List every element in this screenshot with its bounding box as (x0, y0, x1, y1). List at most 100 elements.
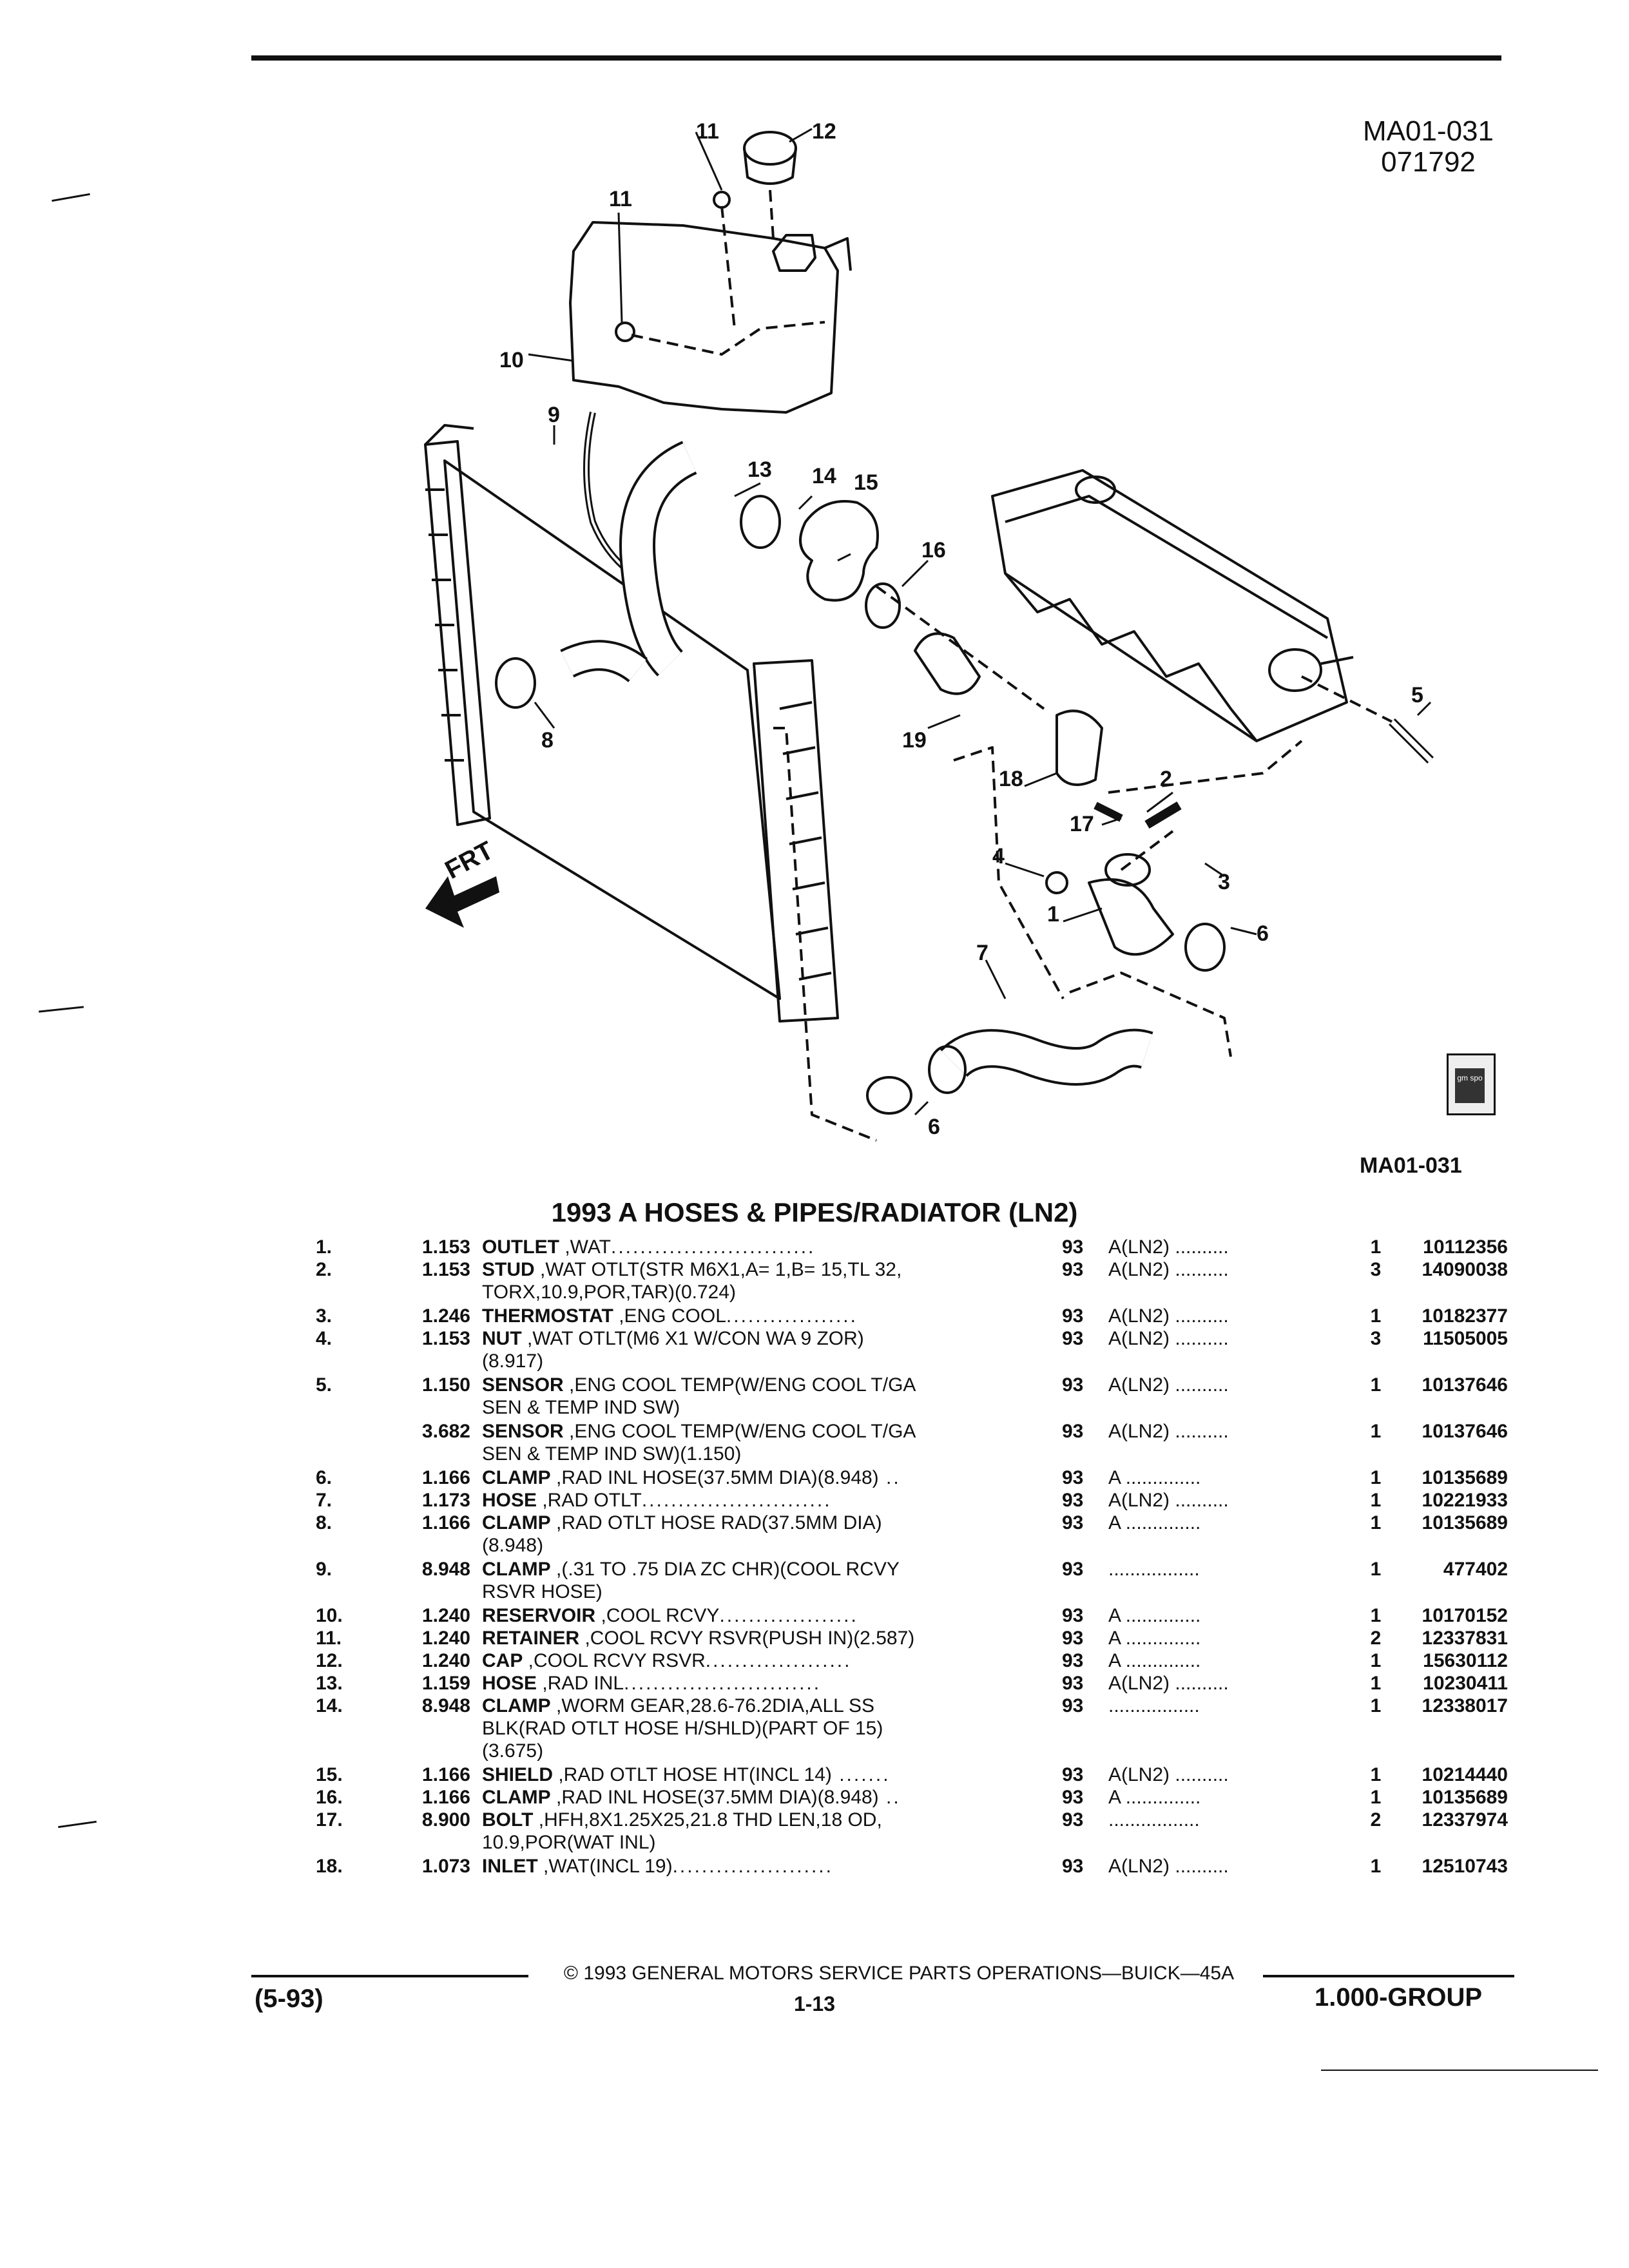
date-code: 071792 (1381, 146, 1476, 178)
item-number: 8. (316, 1512, 333, 1533)
item-number: 7. (316, 1490, 333, 1511)
quantity: 1 (1370, 1490, 1382, 1511)
callout: 6 (1257, 921, 1269, 946)
quantity: 1 (1370, 1559, 1382, 1580)
leader-dots: ............................ (610, 1236, 816, 1258)
model-year: 93 (1062, 1421, 1084, 1442)
margin-mark (39, 1006, 84, 1013)
model-year: 93 (1062, 1787, 1084, 1808)
model-code: A(LN2) .......... (1108, 1374, 1229, 1396)
part-desc-text: ,RAD INL HOSE(37.5MM DIA)(8.948) (550, 1467, 879, 1488)
model-year: 93 (1062, 1328, 1084, 1349)
model-code: A .............. (1108, 1512, 1201, 1533)
model-year: 93 (1062, 1764, 1084, 1785)
part-number: 10230411 (1423, 1673, 1508, 1694)
part-desc-line2: 10.9,POR(WAT INL) (482, 1832, 656, 1853)
model-code: ................. (1108, 1809, 1200, 1831)
part-desc-text: ,WAT OTLT(STR M6X1,A= 1,B= 15,TL 32, (534, 1259, 902, 1280)
item-number: 6. (316, 1467, 333, 1488)
item-number: 17. (316, 1809, 343, 1831)
item-number: 10. (316, 1605, 343, 1626)
part-desc-text: ,HFH,8X1.25X25,21.8 THD LEN,18 OD, (533, 1809, 882, 1831)
callout: 2 (1160, 767, 1172, 791)
part-description: HOSE ,RAD INL........................... (482, 1672, 1017, 1695)
page-title: 1993 A HOSES & PIPES/RADIATOR (LN2) (551, 1197, 1078, 1227)
part-desc-line2: (8.917) (482, 1350, 544, 1372)
quantity: 1 (1370, 1856, 1382, 1877)
model-year: 93 (1062, 1673, 1084, 1694)
model-code: A(LN2) .......... (1108, 1490, 1229, 1511)
part-name: HOSE (482, 1490, 537, 1511)
group-number: 8.948 (421, 1695, 470, 1716)
engine-cylinder-head (991, 469, 1348, 742)
part-number: 10137646 (1422, 1374, 1508, 1396)
callout: 3 (1218, 870, 1230, 894)
footer-rule-left (251, 1975, 528, 1977)
group-number: 3.682 (421, 1421, 470, 1442)
part-name: NUT (482, 1328, 522, 1349)
model-year: 93 (1062, 1512, 1084, 1533)
callout: 15 (854, 470, 878, 495)
part-desc-text: ,ENG COOL (613, 1305, 726, 1327)
margin-mark (52, 193, 90, 202)
part-number: 12510743 (1422, 1856, 1508, 1877)
quantity: 1 (1370, 1673, 1382, 1694)
part-desc-text: ,WAT(INCL 19) (537, 1856, 673, 1877)
heat-shield-shape (799, 500, 879, 602)
model-year: 93 (1062, 1490, 1084, 1511)
part-description: INLET ,WAT(INCL 19).....................… (482, 1855, 1017, 1878)
part-description: STUD ,WAT OTLT(STR M6X1,A= 1,B= 15,TL 32… (482, 1258, 1017, 1303)
callout: 6 (928, 1115, 940, 1139)
item-number: 14. (316, 1695, 343, 1716)
callout: 10 (499, 348, 524, 372)
part-desc-text: ,WORM GEAR,28.6-76.2DIA,ALL SS (550, 1695, 875, 1716)
item-number: 3. (316, 1305, 333, 1327)
callout: 18 (999, 767, 1023, 791)
item-number: 15. (316, 1764, 343, 1785)
part-name: THERMOSTAT (482, 1305, 613, 1327)
group-number: 1.153 (421, 1259, 470, 1280)
part-name: SENSOR (482, 1421, 564, 1442)
item-number: 2. (316, 1259, 333, 1280)
part-desc-line2: TORX,10.9,POR,TAR)(0.724) (482, 1282, 737, 1303)
quantity: 1 (1370, 1305, 1382, 1327)
footer-copyright: © 1993 GENERAL MOTORS SERVICE PARTS OPER… (563, 1963, 1235, 1984)
leader-dots: .................... (705, 1650, 852, 1671)
part-desc-text: ,RAD OTLT HOSE HT(INCL 14) (553, 1764, 832, 1785)
group-number: 1.240 (421, 1650, 470, 1671)
part-description: CLAMP ,RAD INL HOSE(37.5MM DIA)(8.948) .… (482, 1786, 1017, 1809)
part-description: BOLT ,HFH,8X1.25X25,21.8 THD LEN,18 OD,1… (482, 1809, 1017, 1854)
model-code: A(LN2) .......... (1108, 1856, 1229, 1877)
model-year: 93 (1062, 1559, 1084, 1580)
part-name: BOLT (482, 1809, 534, 1831)
part-desc-text: ,ENG COOL TEMP(W/ENG COOL T/GA (563, 1374, 916, 1396)
reservoir-neck (772, 234, 816, 272)
part-description: SHIELD ,RAD OTLT HOSE HT(INCL 14) ......… (482, 1763, 1017, 1786)
model-code: A .............. (1108, 1787, 1201, 1808)
model-year: 93 (1062, 1374, 1084, 1396)
front-label: FRT (441, 836, 498, 885)
part-name: RETAINER (482, 1628, 580, 1649)
part-desc-text: ,WAT OTLT(M6 X1 W/CON WA 9 ZOR) (521, 1328, 864, 1349)
group-number: 1.153 (421, 1328, 470, 1349)
model-code: A(LN2) .......... (1108, 1673, 1229, 1694)
footer-right-code: 1.000-GROUP (1315, 1983, 1483, 2012)
footer-left-code: (5-93) (255, 1984, 323, 2013)
model-year: 93 (1062, 1809, 1084, 1831)
model-code: A .............. (1108, 1650, 1201, 1671)
quantity: 1 (1370, 1605, 1382, 1626)
item-number: 18. (316, 1856, 343, 1877)
quantity: 1 (1370, 1236, 1382, 1258)
drawing-code-block: MA01-031 071792 (1363, 116, 1494, 178)
callout: 1 (1047, 902, 1059, 927)
callout: 13 (747, 457, 772, 482)
